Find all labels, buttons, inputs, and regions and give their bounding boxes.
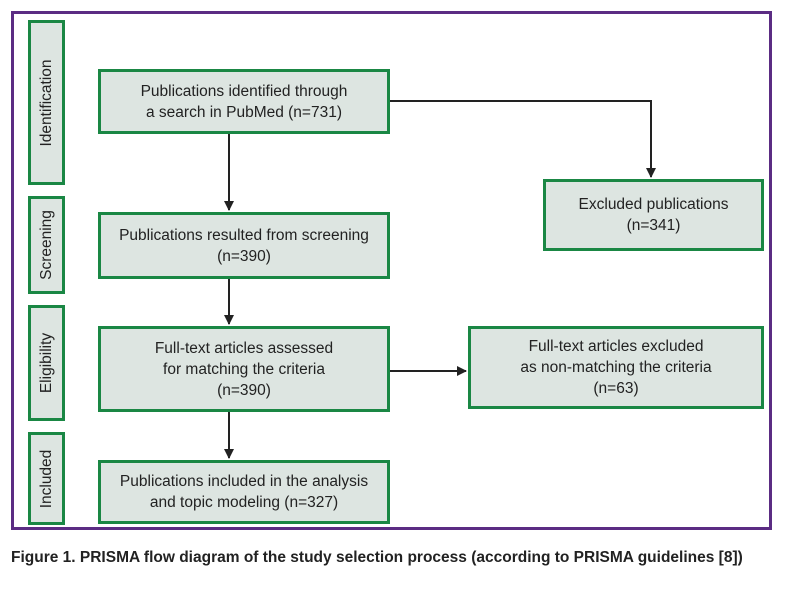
figure-caption: Figure 1. PRISMA flow diagram of the stu… (11, 549, 743, 566)
box-screened: Publications resulted from screening (n=… (98, 212, 390, 279)
box-fulltext-excluded: Full-text articles excluded as non-match… (468, 326, 764, 409)
box-included: Publications included in the analysis an… (98, 460, 390, 524)
stage-eligibility: Eligibility (28, 305, 65, 421)
box-included-line2: and topic modeling (n=327) (149, 494, 339, 511)
arrow-identified-to-excluded (390, 100, 656, 178)
box-excluded: Excluded publications (n=341) (543, 179, 764, 251)
box-fulltext-excluded-line3: (n=63) (593, 380, 639, 397)
box-included-line1: Publications included in the analysis (119, 473, 369, 490)
stage-identification: Identification (28, 20, 65, 185)
box-identified-line2: a search in PubMed (n=731) (145, 103, 343, 121)
box-screened-line2: (n=390) (217, 247, 271, 265)
box-fulltext-excluded-line1: Full-text articles excluded (528, 338, 704, 355)
box-identified: Publications identified through a search… (98, 69, 390, 134)
stage-included: Included (28, 432, 65, 525)
box-excluded-line1: Excluded publications (578, 196, 729, 213)
box-excluded-line2: (n=341) (626, 217, 681, 234)
box-fulltext-excluded-line2: as non-matching the criteria (520, 359, 712, 376)
box-assessed-line3: (n=390) (217, 381, 271, 399)
diagram-frame (11, 11, 772, 530)
box-identified-line1: Publications identified through (140, 82, 348, 100)
box-assessed-line2: for matching the criteria (163, 360, 325, 378)
box-screened-line1: Publications resulted from screening (119, 226, 369, 244)
stage-screening: Screening (28, 196, 65, 294)
box-assessed: Full-text articles assessed for matching… (98, 326, 390, 412)
box-assessed-line1: Full-text articles assessed (154, 339, 334, 357)
